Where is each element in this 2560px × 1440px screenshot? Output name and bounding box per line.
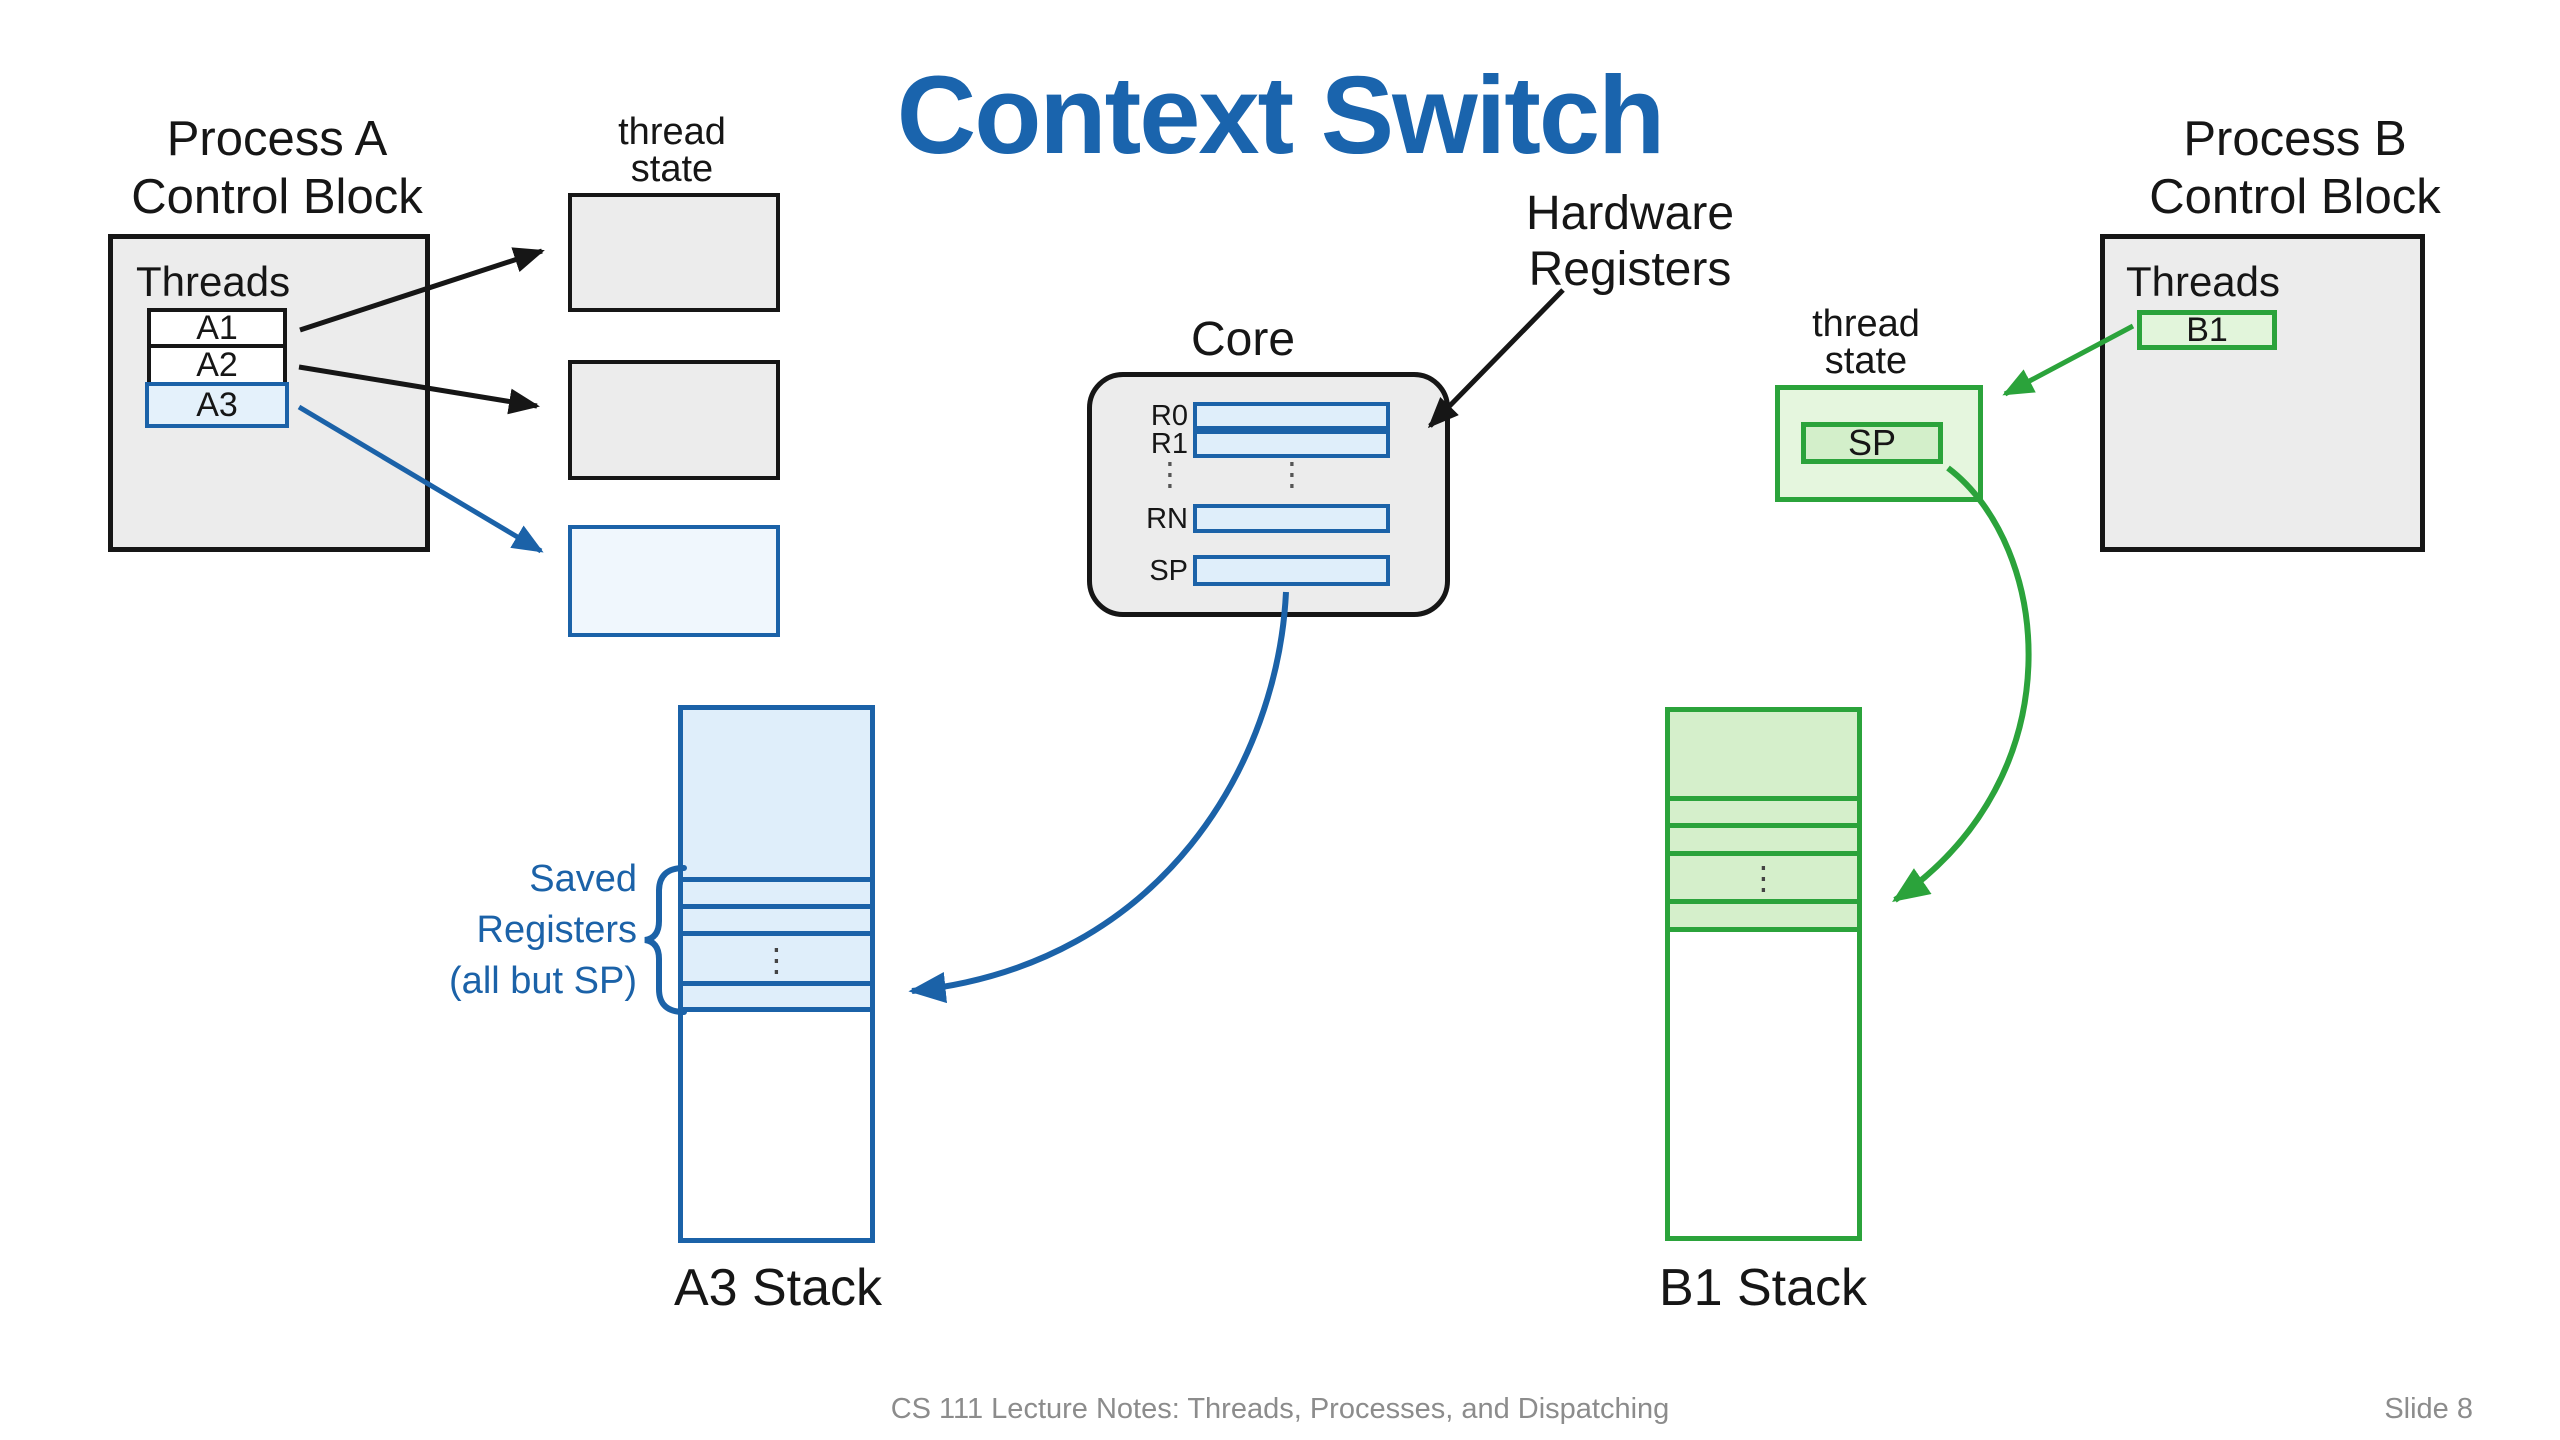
footer-slide-number: Slide 8 xyxy=(2384,1393,2473,1425)
thread-state-box-a1 xyxy=(568,193,780,312)
b1-stack-line xyxy=(1670,927,1857,932)
b1-stack-line xyxy=(1670,823,1857,828)
thread-state-a-label-line2: state xyxy=(630,148,714,190)
b1-stack-saved-row xyxy=(1670,904,1857,927)
b1-stack: ⋮ xyxy=(1665,707,1862,1241)
thread-state-b-label-line2: state xyxy=(1824,340,1908,382)
thread-state-a-label: thread state xyxy=(572,111,772,190)
process-a-title-line2: Control Block xyxy=(131,170,423,224)
curve-sp-to-b1-stack xyxy=(1892,465,2032,903)
process-b-control-block-box xyxy=(2100,234,2425,552)
a3-stack-saved-row xyxy=(683,882,870,904)
thread-state-sp-box: SP xyxy=(1801,422,1943,464)
core-label: Core xyxy=(1190,313,1296,366)
saved-registers-note-line3: (all but SP) xyxy=(449,960,637,1002)
saved-registers-note-line1: Saved xyxy=(529,858,637,900)
b1-stack-saved-row-ellipsis xyxy=(1670,856,1857,899)
thread-row-b1: B1 xyxy=(2137,310,2277,350)
saved-registers-note: Saved Registers (all but SP) xyxy=(377,854,637,1007)
register-label-sp: SP xyxy=(1149,555,1188,587)
register-box-r1 xyxy=(1193,430,1390,458)
a3-stack-line xyxy=(683,931,870,936)
hardware-registers-label: Hardware Registers xyxy=(1480,186,1780,298)
thread-row-a1: A1 xyxy=(147,308,287,348)
footer-course-text: CS 111 Lecture Notes: Threads, Processes… xyxy=(890,1393,1670,1425)
register-label-rn: RN xyxy=(1146,503,1188,535)
process-a-threads-label: Threads xyxy=(136,258,291,305)
core-ellipsis-right: ⋮ xyxy=(1276,456,1308,492)
process-b-title-line1: Process B xyxy=(2183,112,2407,166)
b1-stack-line xyxy=(1670,851,1857,856)
a3-stack-line xyxy=(683,904,870,909)
b1-stack-line xyxy=(1670,796,1857,801)
thread-state-b-label: thread state xyxy=(1766,303,1966,382)
register-box-r0 xyxy=(1193,402,1390,430)
hardware-registers-line1: Hardware xyxy=(1525,187,1735,240)
thread-state-box-a2 xyxy=(568,360,780,480)
register-box-rn xyxy=(1193,504,1390,533)
a3-stack-ellipsis: ⋮ xyxy=(760,942,793,978)
register-box-sp xyxy=(1193,555,1390,586)
register-label-r0: R0 xyxy=(1150,400,1188,432)
hardware-registers-line2: Registers xyxy=(1528,243,1732,296)
a3-stack-label: A3 Stack xyxy=(673,1259,883,1317)
b1-stack-ellipsis: ⋮ xyxy=(1747,860,1780,896)
slide-title: Context Switch xyxy=(896,54,1666,177)
thread-state-box-a3 xyxy=(568,525,780,637)
b1-stack-line xyxy=(1670,899,1857,904)
b1-stack-saved-row xyxy=(1670,801,1857,823)
process-b-threads-label: Threads xyxy=(2125,258,2281,305)
thread-row-a2: A2 xyxy=(147,344,287,386)
b1-stack-saved-row xyxy=(1670,828,1857,851)
process-b-title-line2: Control Block xyxy=(2149,170,2441,224)
core-ellipsis-left: ⋮ xyxy=(1154,456,1186,492)
register-label-r1: R1 xyxy=(1150,428,1188,460)
process-a-title-line1: Process A xyxy=(166,112,388,166)
saved-registers-note-line2: Registers xyxy=(476,909,638,951)
curve-core-registers-to-a3-stack xyxy=(908,591,1289,1004)
a3-stack-line xyxy=(683,981,870,986)
b1-stack-used-region xyxy=(1670,712,1857,796)
b1-stack-label: B1 Stack xyxy=(1658,1259,1868,1317)
process-b-title: Process B Control Block xyxy=(2095,110,2495,226)
a3-stack-saved-row-ellipsis xyxy=(683,936,870,981)
thread-row-a3: A3 xyxy=(145,382,289,428)
a3-stack: ⋮ xyxy=(678,705,875,1243)
a3-stack-used-region xyxy=(683,710,870,877)
process-a-title: Process A Control Block xyxy=(77,110,477,226)
a3-stack-line xyxy=(683,1007,870,1012)
a3-stack-saved-row xyxy=(683,909,870,931)
thread-state-b-label-line1: thread xyxy=(1812,303,1920,345)
a3-stack-line xyxy=(683,877,870,882)
thread-state-a-label-line1: thread xyxy=(618,111,726,153)
a3-stack-saved-row xyxy=(683,986,870,1007)
